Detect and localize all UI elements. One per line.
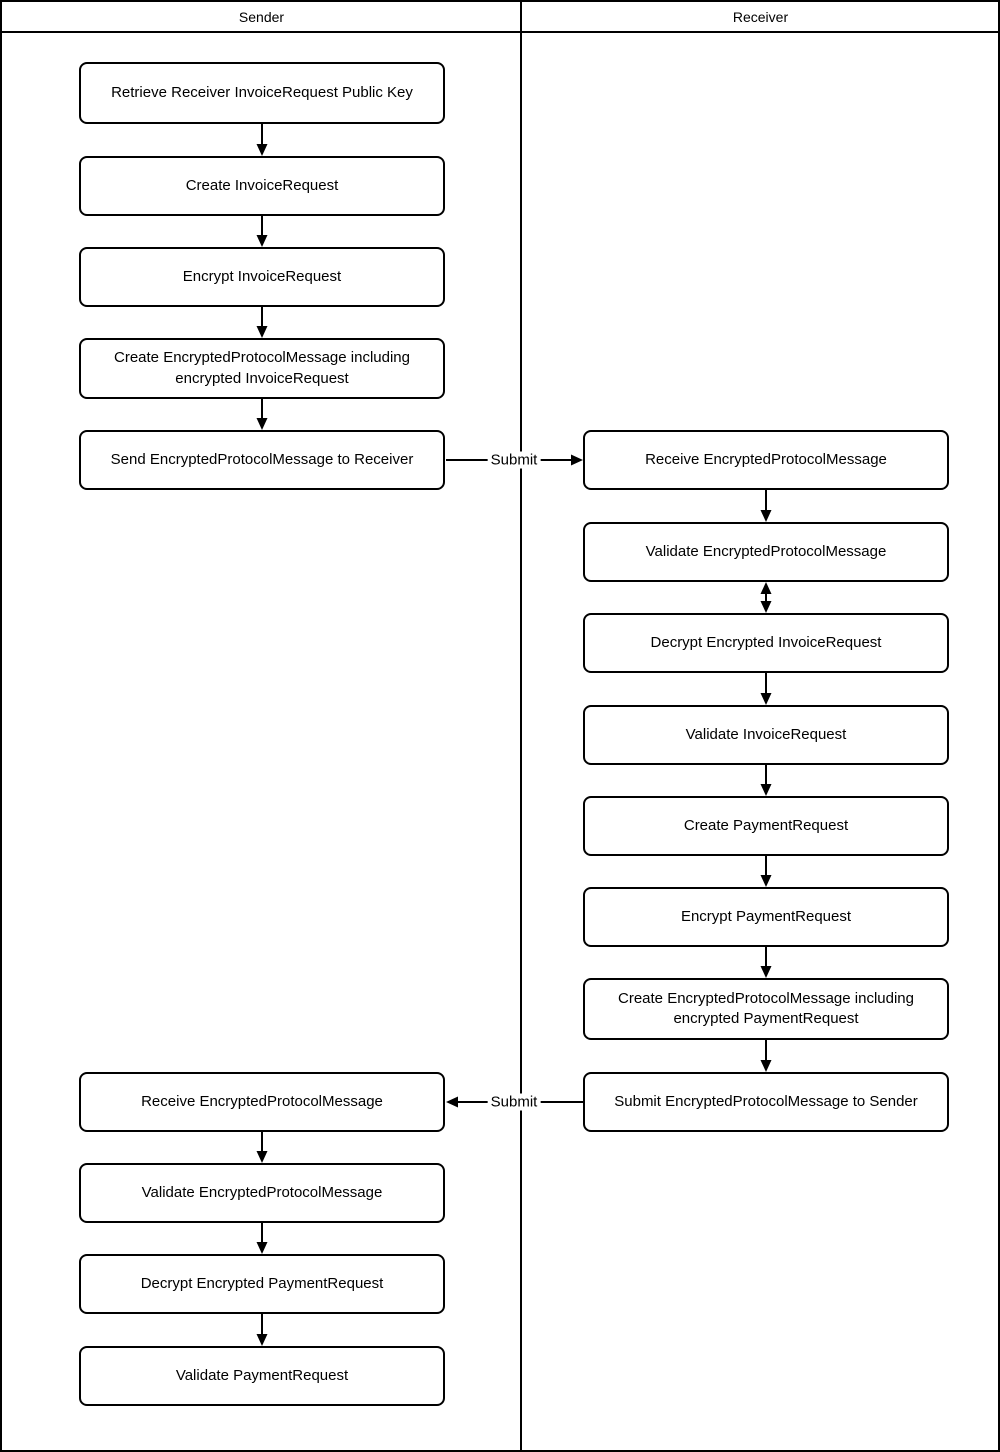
receiver-step-validate-invoicerequest: Validate InvoiceRequest xyxy=(583,705,949,765)
arrow-receiver-4-5 xyxy=(760,765,772,796)
arrow-receiver-1-2 xyxy=(760,490,772,522)
arrow-receiver-2-3-double xyxy=(760,582,772,613)
lane-header-receiver: Receiver xyxy=(732,9,789,25)
arrow-receiver-6-7 xyxy=(760,947,772,978)
sender-step-send-encryptedprotocolmessage: Send EncryptedProtocolMessage to Receive… xyxy=(79,430,445,490)
sender-step-decrypt-paymentrequest: Decrypt Encrypted PaymentRequest xyxy=(79,1254,445,1314)
arrow-receiver-5-6 xyxy=(760,856,772,887)
receiver-step-encrypt-paymentrequest: Encrypt PaymentRequest xyxy=(583,887,949,947)
arrow-sender-4-5 xyxy=(256,399,268,430)
arrow-sender-7-8 xyxy=(256,1223,268,1254)
receiver-step-create-paymentrequest: Create PaymentRequest xyxy=(583,796,949,856)
sender-step-validate-encryptedprotocolmessage: Validate EncryptedProtocolMessage xyxy=(79,1163,445,1223)
arrow-receiver-3-4 xyxy=(760,673,772,705)
receiver-step-receive-encryptedprotocolmessage: Receive EncryptedProtocolMessage xyxy=(583,430,949,490)
arrow-sender-6-7 xyxy=(256,1132,268,1163)
arrow-receiver-7-8 xyxy=(760,1040,772,1072)
sender-step-create-invoicerequest: Create InvoiceRequest xyxy=(79,156,445,216)
sender-step-retrieve-public-key: Retrieve Receiver InvoiceRequest Public … xyxy=(79,62,445,124)
lane-header-sender: Sender xyxy=(238,9,285,25)
arrow-sender-2-3 xyxy=(256,216,268,247)
submit-label-to-receiver: Submit xyxy=(487,451,541,469)
receiver-step-submit-encryptedprotocolmessage: Submit EncryptedProtocolMessage to Sende… xyxy=(583,1072,949,1132)
arrow-sender-8-9 xyxy=(256,1314,268,1346)
submit-label-to-sender: Submit xyxy=(487,1093,541,1111)
arrow-sender-1-2 xyxy=(256,124,268,156)
receiver-step-decrypt-invoicerequest: Decrypt Encrypted InvoiceRequest xyxy=(583,613,949,673)
sender-step-validate-paymentrequest: Validate PaymentRequest xyxy=(79,1346,445,1406)
arrow-sender-3-4 xyxy=(256,307,268,338)
sender-step-create-encryptedprotocolmessage: Create EncryptedProtocolMessage includin… xyxy=(79,338,445,399)
receiver-step-create-encryptedprotocolmessage: Create EncryptedProtocolMessage includin… xyxy=(583,978,949,1040)
sender-step-receive-encryptedprotocolmessage: Receive EncryptedProtocolMessage xyxy=(79,1072,445,1132)
receiver-step-validate-encryptedprotocolmessage: Validate EncryptedProtocolMessage xyxy=(583,522,949,582)
sender-step-encrypt-invoicerequest: Encrypt InvoiceRequest xyxy=(79,247,445,307)
